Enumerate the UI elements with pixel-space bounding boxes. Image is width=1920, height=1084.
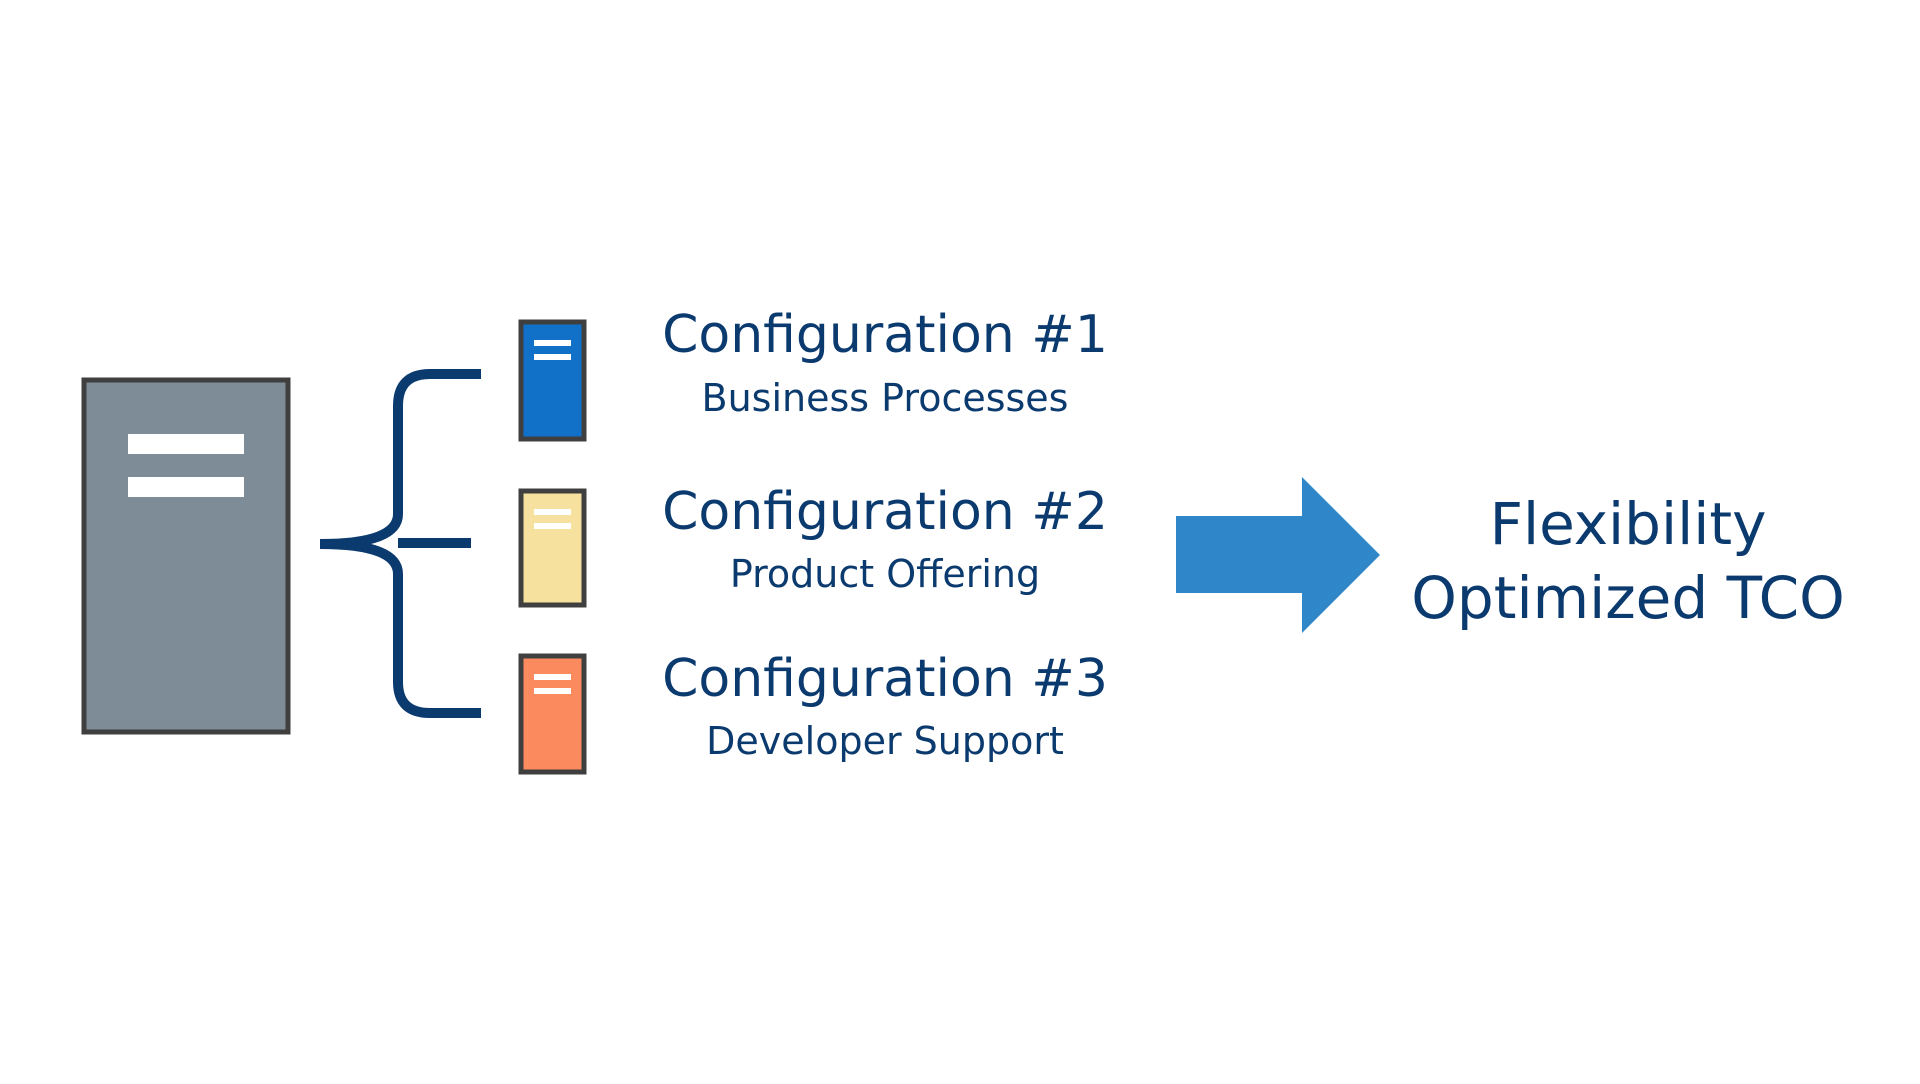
main-server-slot bbox=[128, 477, 244, 497]
config-1-server-icon bbox=[518, 319, 587, 442]
outcome-flexibility: Flexibility bbox=[1489, 490, 1767, 558]
outcome-optimized-tco: Optimized TCO bbox=[1411, 564, 1845, 632]
config-server-body bbox=[518, 488, 587, 608]
config-1-subtitle: Business Processes bbox=[701, 376, 1069, 420]
config-2-title: Configuration #2 bbox=[662, 482, 1108, 542]
config-1-title: Configuration #1 bbox=[662, 305, 1108, 365]
main-server-slot bbox=[128, 434, 244, 454]
config-server-slot bbox=[534, 509, 571, 515]
config-server-slot bbox=[534, 523, 571, 529]
config-server-slot bbox=[534, 340, 571, 346]
right-arrow-icon bbox=[1176, 477, 1380, 633]
config-server-slot bbox=[534, 354, 571, 360]
main-server-body bbox=[81, 377, 291, 735]
config-server-slot bbox=[534, 674, 571, 680]
config-2-server-icon bbox=[518, 488, 587, 608]
config-server-body bbox=[518, 319, 587, 442]
config-3-server-icon bbox=[518, 653, 587, 775]
main-server-icon bbox=[81, 377, 291, 735]
config-2-subtitle: Product Offering bbox=[729, 552, 1041, 596]
config-server-body bbox=[518, 653, 587, 775]
config-3-subtitle: Developer Support bbox=[706, 719, 1064, 763]
config-3-title: Configuration #3 bbox=[662, 649, 1108, 709]
config-server-slot bbox=[534, 688, 571, 694]
curly-brace-icon bbox=[319, 369, 481, 718]
